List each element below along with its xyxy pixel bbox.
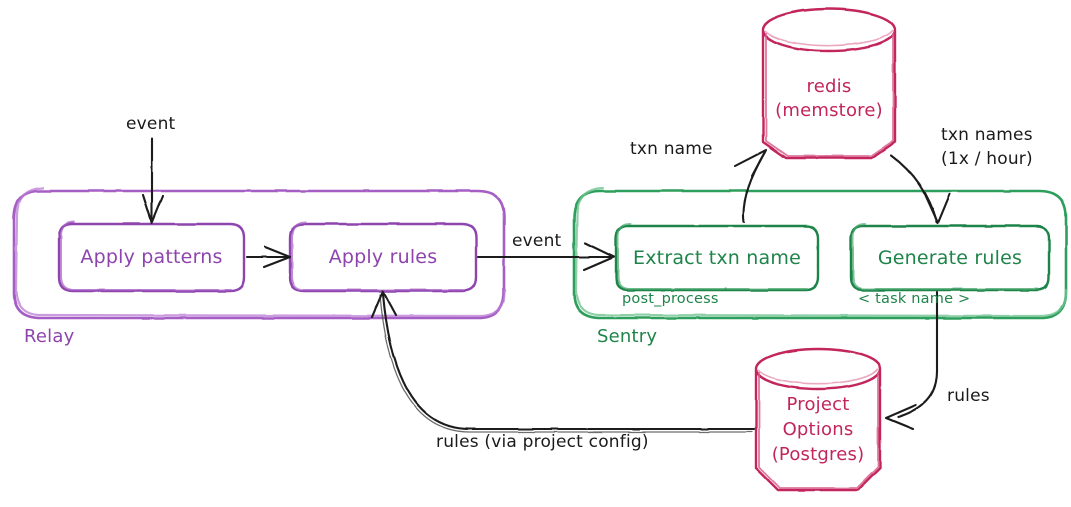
edge-generate-to-postgres: [884, 290, 939, 431]
edge-extract-to-redis: [733, 148, 768, 224]
edge-label-generate-to-postgres: rules: [947, 386, 990, 406]
node-label-apply-patterns: Apply patterns: [80, 246, 223, 268]
edge-label-event-in: event: [126, 114, 176, 134]
group-label-sentry: Sentry: [597, 326, 658, 347]
edge-redis-to-generate: [889, 153, 952, 225]
node-label-extract-txn-name: Extract txn name: [633, 247, 801, 269]
store-label-redis-line1: redis: [806, 76, 852, 97]
edge-label-postgres-to-apply-rules: rules (via project config): [436, 432, 649, 452]
store-label-project-options-line3: (Postgres): [771, 444, 865, 465]
node-generate-rules-shape[interactable]: [849, 223, 1051, 292]
node-label-generate-rules: Generate rules: [877, 247, 1023, 269]
node-apply-rules-shape[interactable]: [288, 221, 478, 293]
store-label-project-options-line2: Options: [782, 419, 854, 440]
edge-event-in: [141, 137, 165, 225]
node-extract-txn-name-shape[interactable]: [614, 223, 820, 292]
node-sublabel-extract-txn-name: post_process: [622, 291, 719, 307]
edge-rules-to-extract: [476, 241, 616, 272]
group-label-relay: Relay: [24, 326, 75, 347]
edge-label-extract-to-redis: txn name: [630, 139, 713, 159]
edge-label-rules-to-extract: event: [512, 231, 562, 251]
store-project-options-shape[interactable]: [754, 347, 882, 492]
group-relay: [12, 186, 507, 320]
group-sentry: [572, 186, 1068, 320]
edge-label-redis-to-generate-line2: (1x / hour): [941, 149, 1033, 169]
node-apply-patterns-shape[interactable]: [57, 221, 246, 293]
edge-patterns-to-rules: [245, 245, 292, 269]
node-label-apply-rules: Apply rules: [328, 246, 438, 268]
store-redis-shape[interactable]: [761, 7, 897, 160]
node-sublabel-generate-rules: < task name >: [858, 291, 971, 307]
edge-label-redis-to-generate-line1: txn names: [941, 125, 1033, 145]
store-label-redis-line2: (memstore): [775, 100, 883, 121]
store-label-project-options-line1: Project: [786, 394, 850, 415]
edge-postgres-to-apply-rules: [370, 289, 756, 433]
